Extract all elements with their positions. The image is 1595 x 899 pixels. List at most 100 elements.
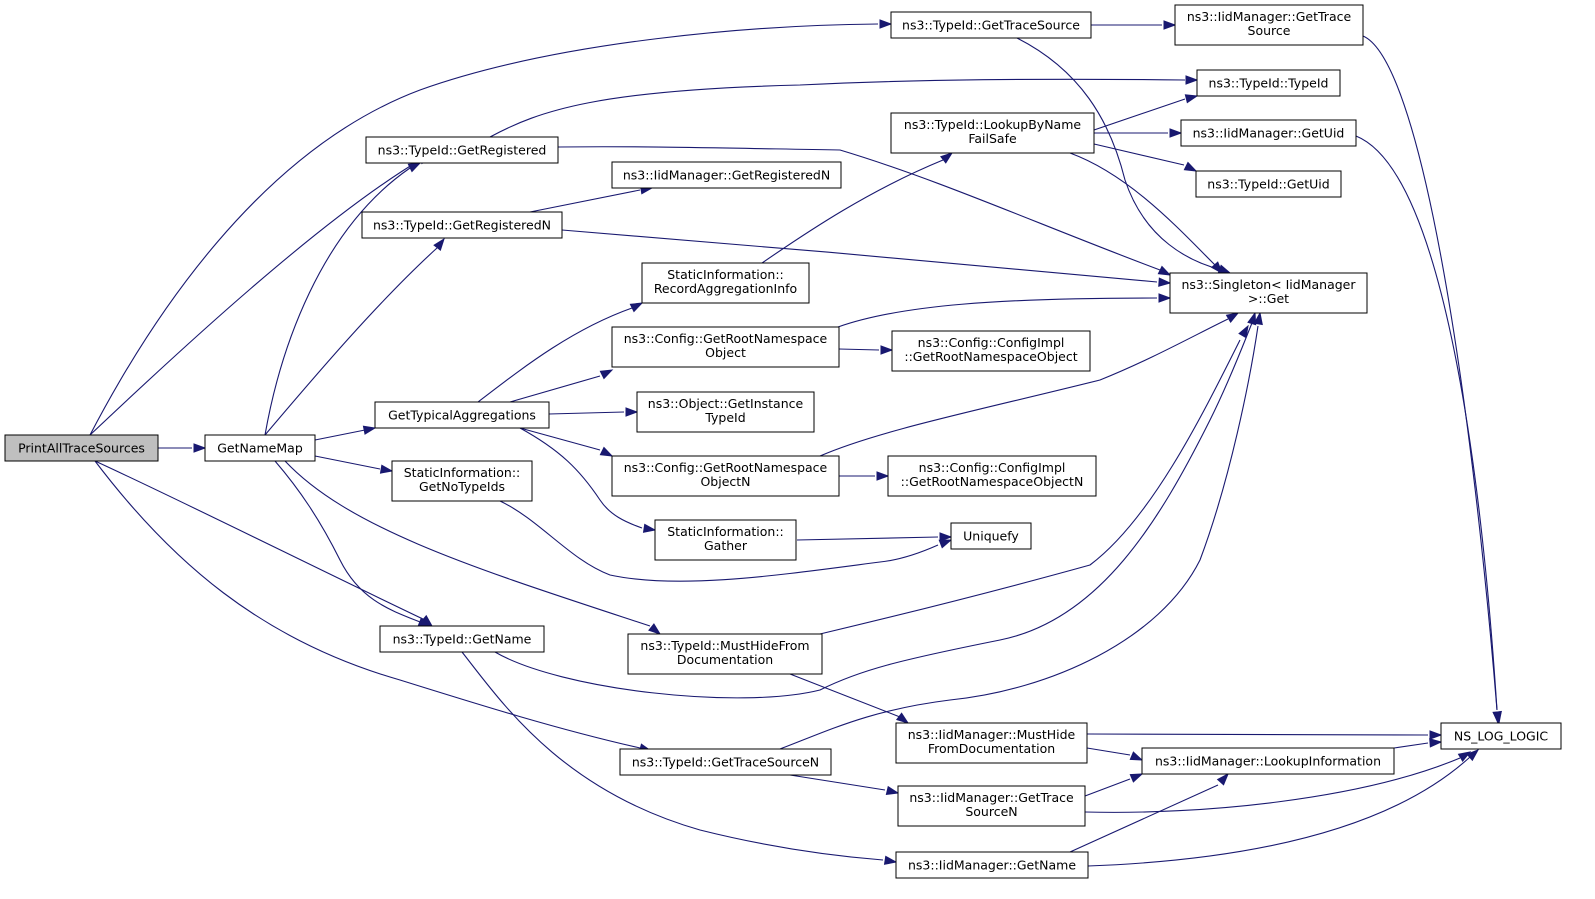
call-edge (1393, 738, 1443, 749)
function-node-iid-getname[interactable]: ns3::IidManager::GetName (895, 851, 1089, 879)
function-node-label: ns3::IidManager::LookupInformation (1155, 754, 1381, 769)
function-node-label: GetNoTypeIds (419, 479, 505, 494)
arrowhead-icon (433, 237, 445, 251)
arrowhead-icon (1157, 265, 1172, 276)
call-edge (489, 75, 1199, 138)
function-node-singleton-get[interactable]: ns3::Singleton< IidManager>::Get (1169, 272, 1368, 314)
call-edge (158, 443, 207, 453)
arrowhead-icon (1253, 311, 1263, 326)
function-node-typeid-typeid[interactable]: ns3::TypeId::TypeId (1196, 69, 1341, 97)
function-node-label: ns3::TypeId::MustHideFrom (640, 638, 809, 653)
arrowhead-icon (879, 19, 893, 29)
function-node-iid-musthide[interactable]: ns3::IidManager::MustHideFromDocumentati… (895, 722, 1088, 764)
function-node-getregistered[interactable]: ns3::TypeId::GetRegistered (365, 136, 559, 164)
function-node-label: ns3::Singleton< IidManager (1181, 277, 1356, 292)
function-node-label: ns3::IidManager::GetUid (1193, 126, 1345, 141)
function-node-label: RecordAggregationInfo (654, 281, 797, 296)
function-node-gettypicalagg[interactable]: GetTypicalAggregations (374, 401, 550, 429)
call-edge (819, 324, 1249, 635)
call-edge (1093, 94, 1199, 131)
function-node-label: ns3::Object::GetInstance (648, 396, 804, 411)
arrowhead-icon (1216, 772, 1229, 786)
function-node-iid-gettracesource[interactable]: ns3::IidManager::GetTraceSource (1174, 4, 1364, 46)
call-edge (1069, 772, 1229, 853)
arrowhead-icon (1158, 293, 1172, 303)
arrowhead-icon (193, 443, 207, 453)
call-edge (779, 311, 1263, 750)
arrowhead-icon (876, 471, 890, 481)
call-edge (789, 673, 910, 724)
call-edge (94, 460, 653, 753)
function-node-getname[interactable]: ns3::TypeId::GetName (379, 625, 545, 653)
arrowhead-icon (648, 623, 662, 635)
function-node-iid-gettracesourcen[interactable]: ns3::IidManager::GetTraceSourceN (897, 785, 1086, 827)
call-edge (1069, 152, 1223, 275)
function-node-impl-getrootnsn[interactable]: ns3::Config::ConfigImpl::GetRootNamespac… (887, 455, 1097, 497)
call-edge (1094, 128, 1183, 138)
function-node-iid-getregisteredn[interactable]: ns3::IidManager::GetRegisteredN (611, 161, 842, 189)
call-edge (314, 425, 377, 441)
function-node-typeid-getuid[interactable]: ns3::TypeId::GetUid (1195, 170, 1342, 198)
arrowhead-icon (883, 855, 898, 865)
call-edge (1084, 773, 1144, 797)
function-node-label: PrintAllTraceSources (18, 441, 145, 456)
call-edge (1086, 730, 1443, 740)
arrowhead-icon (629, 302, 644, 313)
function-node-label: ns3::IidManager::GetRegisteredN (623, 168, 830, 183)
function-node-label: StaticInformation:: (667, 267, 784, 282)
function-node-printall[interactable]: PrintAllTraceSources (4, 434, 159, 462)
function-node-recordaggregation[interactable]: StaticInformation::RecordAggregationInfo (641, 262, 810, 304)
arrowhead-icon (880, 345, 894, 355)
function-node-label: TypeId (704, 410, 745, 425)
arrowhead-icon (1129, 751, 1144, 761)
function-node-label: Documentation (677, 652, 773, 667)
function-node-ns-log-logic[interactable]: NS_LOG_LOGIC (1440, 722, 1562, 750)
function-node-label: ns3::TypeId::GetName (393, 632, 532, 647)
arrowhead-icon (1492, 710, 1502, 725)
function-node-getrootnsn[interactable]: ns3::Config::GetRootNamespaceObjectN (611, 455, 840, 497)
call-edge (796, 532, 953, 542)
function-node-getnamemap[interactable]: GetNameMap (204, 434, 316, 462)
arrowhead-icon (1225, 312, 1240, 323)
call-edge (839, 471, 890, 481)
call-edge (1087, 749, 1480, 867)
call-edge (548, 407, 639, 417)
function-node-gather[interactable]: StaticInformation::Gather (654, 519, 797, 561)
function-node-impl-getrootns[interactable]: ns3::Config::ConfigImpl::GetRootNamespac… (891, 330, 1091, 372)
function-node-label: FailSafe (968, 131, 1017, 146)
function-node-label: ns3::Config::GetRootNamespace (624, 460, 828, 475)
arrowhead-icon (1184, 94, 1199, 104)
function-node-getnotypeids[interactable]: StaticInformation::GetNoTypeIds (391, 460, 533, 502)
function-node-label: Uniquefy (963, 529, 1019, 544)
function-node-label: ns3::Config::ConfigImpl (919, 460, 1066, 475)
function-node-label: ns3::IidManager::MustHide (908, 727, 1076, 742)
arrowhead-icon (407, 162, 422, 173)
function-node-label: ::GetRootNamespaceObjectN (901, 474, 1084, 489)
call-edge (519, 427, 614, 457)
call-edge (519, 427, 657, 533)
function-node-uniquefy[interactable]: Uniquefy (950, 522, 1032, 550)
function-node-iid-getuid[interactable]: ns3::IidManager::GetUid (1180, 119, 1357, 147)
function-node-label: ::GetRootNamespaceObject (904, 349, 1077, 364)
arrowhead-icon (1169, 128, 1183, 138)
function-node-gettracesource[interactable]: ns3::TypeId::GetTraceSource (890, 11, 1092, 39)
function-node-iid-lookupinfo[interactable]: ns3::IidManager::LookupInformation (1141, 747, 1395, 775)
function-node-getrootns[interactable]: ns3::Config::GetRootNamespaceObject (611, 326, 840, 368)
call-edge (557, 146, 1172, 276)
call-edge (477, 302, 644, 403)
call-edge (89, 19, 893, 436)
arrowhead-icon (1466, 749, 1480, 762)
function-node-label: FromDocumentation (928, 741, 1055, 756)
function-node-label: ns3::Config::ConfigImpl (918, 335, 1065, 350)
function-node-gettracesourcen[interactable]: ns3::TypeId::GetTraceSourceN (619, 748, 832, 776)
call-edge (264, 162, 422, 436)
call-edge (461, 651, 898, 865)
call-edge (494, 311, 1257, 699)
call-edge (94, 460, 434, 627)
arrowhead-icon (599, 446, 614, 457)
function-node-getregisteredn[interactable]: ns3::TypeId::GetRegisteredN (361, 211, 563, 239)
